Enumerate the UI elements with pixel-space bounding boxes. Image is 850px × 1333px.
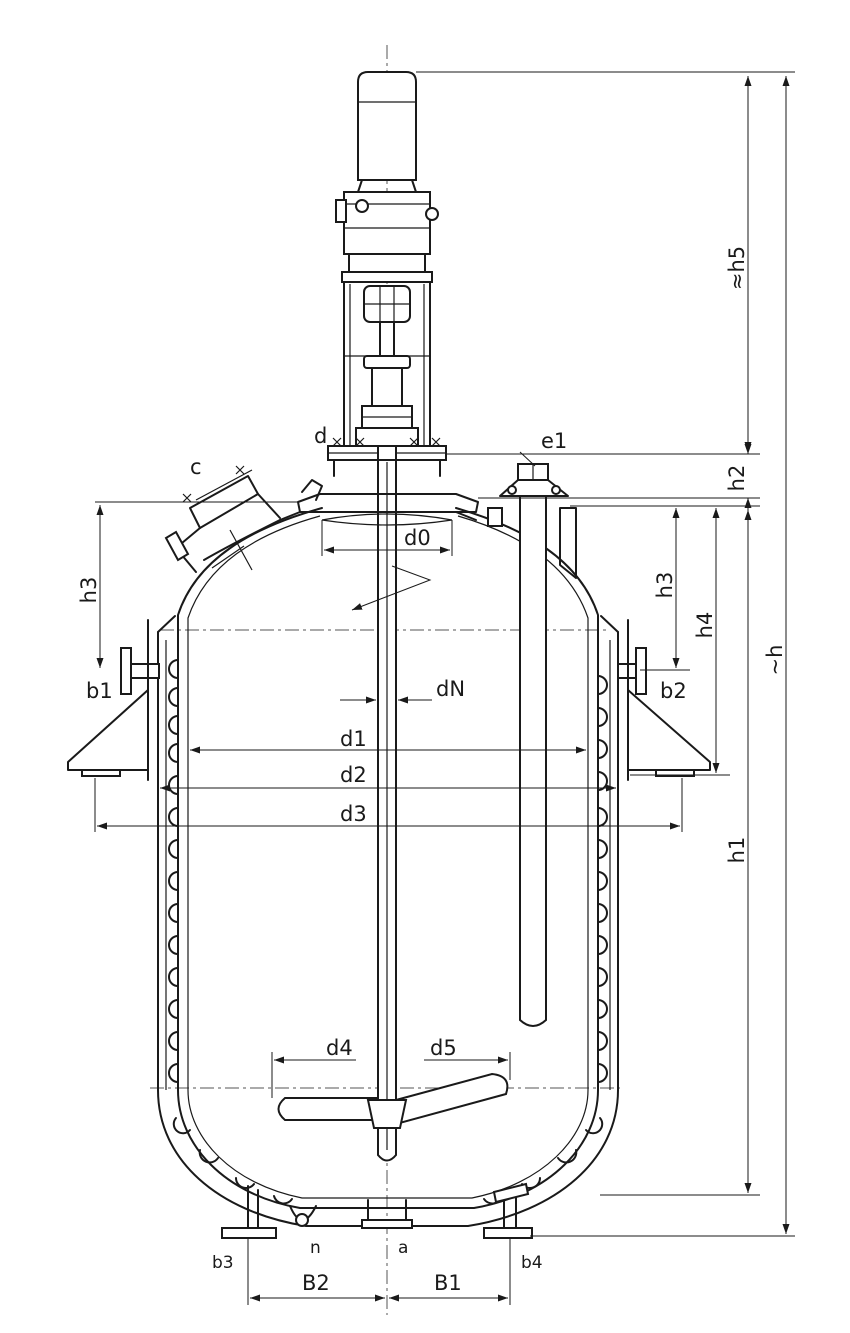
impeller-blade-right <box>395 1072 509 1126</box>
nozzle-c <box>164 465 281 573</box>
label-d4: d4 <box>326 1036 353 1060</box>
nozzle-top-small <box>301 479 323 501</box>
vessel-shell <box>157 493 619 1227</box>
coil-left <box>168 659 179 1083</box>
label-d1: d1 <box>340 727 367 751</box>
nozzle-b4 <box>483 1182 533 1239</box>
motor <box>357 71 417 181</box>
coil-bottom <box>172 1117 604 1205</box>
bolt-marks <box>332 437 441 447</box>
label-h2: h2 <box>725 465 749 492</box>
label-b2: b2 <box>660 679 687 703</box>
nozzle-n <box>289 1205 317 1227</box>
label-d: d <box>314 424 327 448</box>
label-n: n <box>310 1238 321 1258</box>
label-dN: dN <box>436 677 465 701</box>
label-c: c <box>190 455 202 479</box>
coil-right <box>597 675 608 1083</box>
dimension-lines <box>94 71 795 1305</box>
label-h4: h4 <box>693 612 717 639</box>
gear-reducer <box>343 191 431 255</box>
label-h1: h1 <box>725 837 749 864</box>
drive-bracket <box>341 271 433 283</box>
agitator-shaft <box>377 445 397 1162</box>
impeller <box>277 1072 509 1129</box>
label-b3: b3 <box>212 1253 234 1273</box>
top-head-contour <box>279 511 477 521</box>
label-h3-left: h3 <box>77 577 101 604</box>
label-h: ~h <box>763 645 787 676</box>
label-b1: b1 <box>86 679 113 703</box>
label-d5: d5 <box>430 1036 457 1060</box>
nozzle-b3 <box>221 1185 277 1239</box>
label-a: a <box>398 1238 408 1258</box>
label-d2: d2 <box>340 763 367 787</box>
support-lug-right <box>627 619 711 781</box>
label-B2: B2 <box>302 1271 330 1295</box>
outlet-a <box>361 1199 413 1229</box>
dip-pipe-e1 <box>487 463 577 1027</box>
label-h3-right: h3 <box>653 572 677 599</box>
label-d0: d0 <box>404 526 431 550</box>
label-h5: ≈h5 <box>725 246 749 290</box>
label-B1: B1 <box>434 1271 462 1295</box>
support-lug-left <box>67 619 149 781</box>
label-e1: e1 <box>541 429 567 453</box>
labels: ≈h5 h2 ~h h3 h3 h4 h1 d c e1 d0 dN d1 d2… <box>77 246 787 1295</box>
nozzle-b2 <box>617 647 647 695</box>
nozzle-b1 <box>120 647 160 695</box>
label-b4: b4 <box>521 1253 543 1273</box>
impeller-blade-left <box>277 1097 379 1121</box>
label-d3: d3 <box>340 802 367 826</box>
drive-assembly <box>327 71 447 477</box>
